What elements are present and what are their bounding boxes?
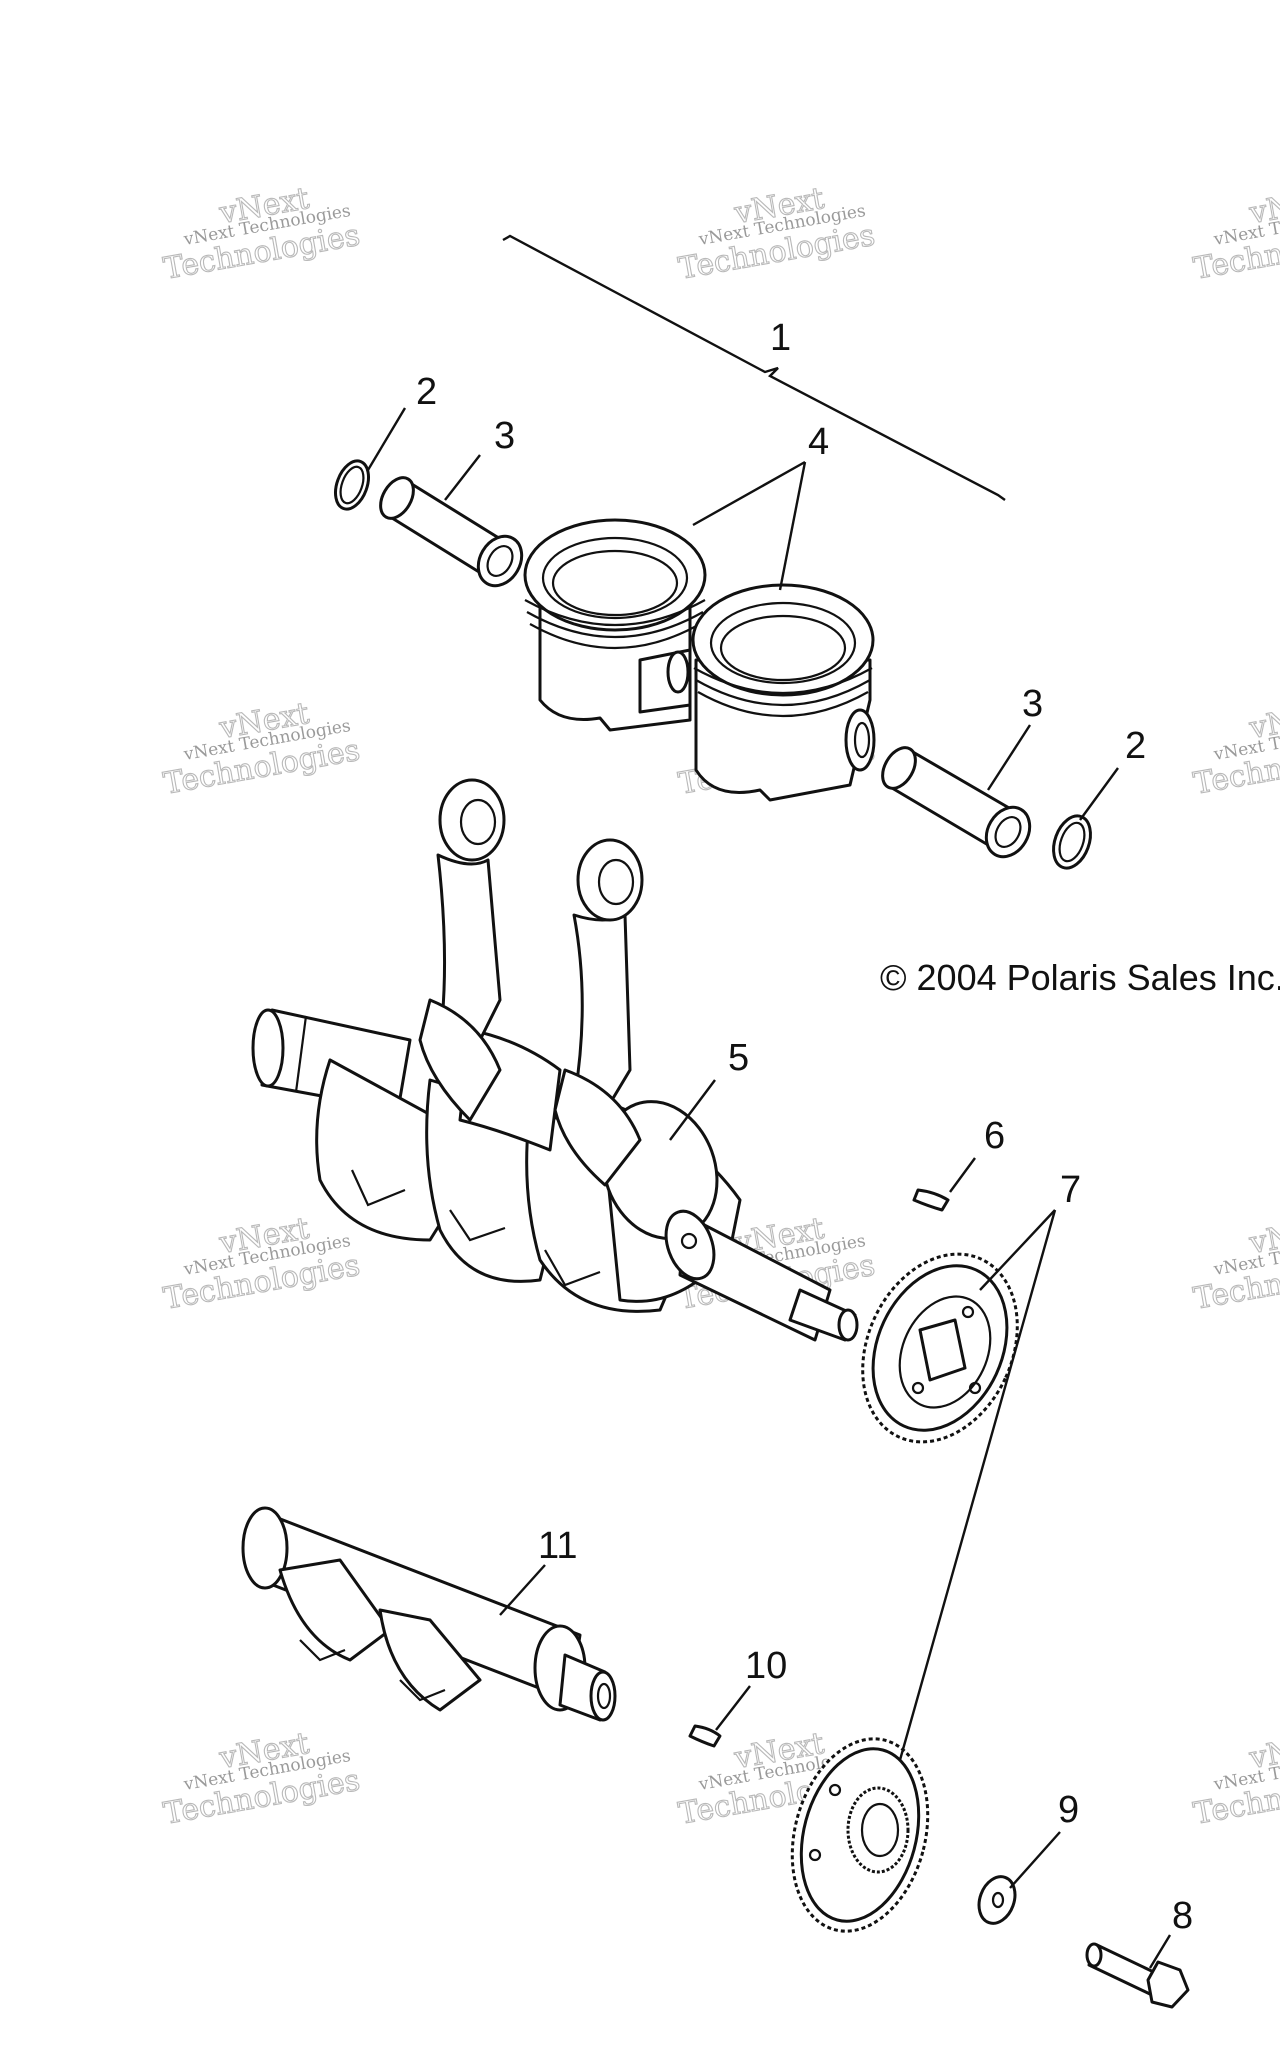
watermark: vNext vNext Technologies Technologies xyxy=(1190,696,1280,803)
callout-8: 8 xyxy=(1172,1895,1193,1937)
callout-7: 7 xyxy=(1060,1169,1081,1211)
piston-rear[interactable] xyxy=(523,518,707,732)
watermark-row-1: vNext vNext Technologies Technologies vN… xyxy=(160,181,1280,288)
callout-1: 1 xyxy=(770,317,791,359)
callout-6: 6 xyxy=(984,1115,1005,1157)
callout-3-left: 3 xyxy=(494,415,515,457)
watermark: vNext vNext Technologies Technologies xyxy=(160,696,363,803)
watermark: vNext vNext Technologies Technologies xyxy=(160,181,363,288)
watermark: vNext vNext Technologies Technologies xyxy=(160,1726,363,1833)
piston-pin-left[interactable] xyxy=(374,472,530,594)
callout-9: 9 xyxy=(1058,1789,1079,1831)
callout-2-right: 2 xyxy=(1125,725,1146,767)
woodruff-key[interactable] xyxy=(912,1188,950,1212)
copyright-notice: © 2004 Polaris Sales Inc. xyxy=(880,957,1280,998)
gear-bolt[interactable] xyxy=(1085,1942,1190,2009)
callout-11: 11 xyxy=(538,1525,577,1567)
leader-lines xyxy=(366,407,1172,1969)
callout-5: 5 xyxy=(728,1037,749,1079)
callout-labels: 1 2 3 4 2 3 5 6 7 8 9 10 11 xyxy=(416,317,1193,1937)
piston-pin-circlip-right[interactable] xyxy=(1047,811,1097,873)
crankshaft-with-connecting-rods[interactable] xyxy=(251,778,859,1342)
watermark: vNext vNext Technologies Technologies xyxy=(1190,1726,1280,1833)
watermark-row-3: vNext vNext Technologies Technologies vN… xyxy=(160,1211,1280,1318)
callout-3-right: 3 xyxy=(1022,683,1043,725)
balance-shaft-gear[interactable] xyxy=(772,1724,948,1947)
balance-shaft[interactable] xyxy=(241,1506,617,1722)
assembly-bracket xyxy=(502,234,1006,501)
piston-pin-right[interactable] xyxy=(876,742,1038,865)
callout-4: 4 xyxy=(808,421,829,463)
piston-front[interactable] xyxy=(691,583,876,802)
watermark: vNext vNext Technologies Technologies xyxy=(1190,181,1280,288)
watermark: vNext vNext Technologies Technologies xyxy=(1190,1211,1280,1318)
watermark: vNext vNext Technologies Technologies xyxy=(160,1211,363,1318)
watermark: vNext vNext Technologies Technologies xyxy=(675,181,878,288)
piston-pin-circlip-left[interactable] xyxy=(329,456,374,513)
crank-drive-gear[interactable] xyxy=(833,1229,1046,1467)
callout-10: 10 xyxy=(745,1645,787,1687)
callout-2-left: 2 xyxy=(416,371,437,413)
balance-shaft-key[interactable] xyxy=(688,1724,722,1748)
washer[interactable] xyxy=(973,1872,1021,1929)
